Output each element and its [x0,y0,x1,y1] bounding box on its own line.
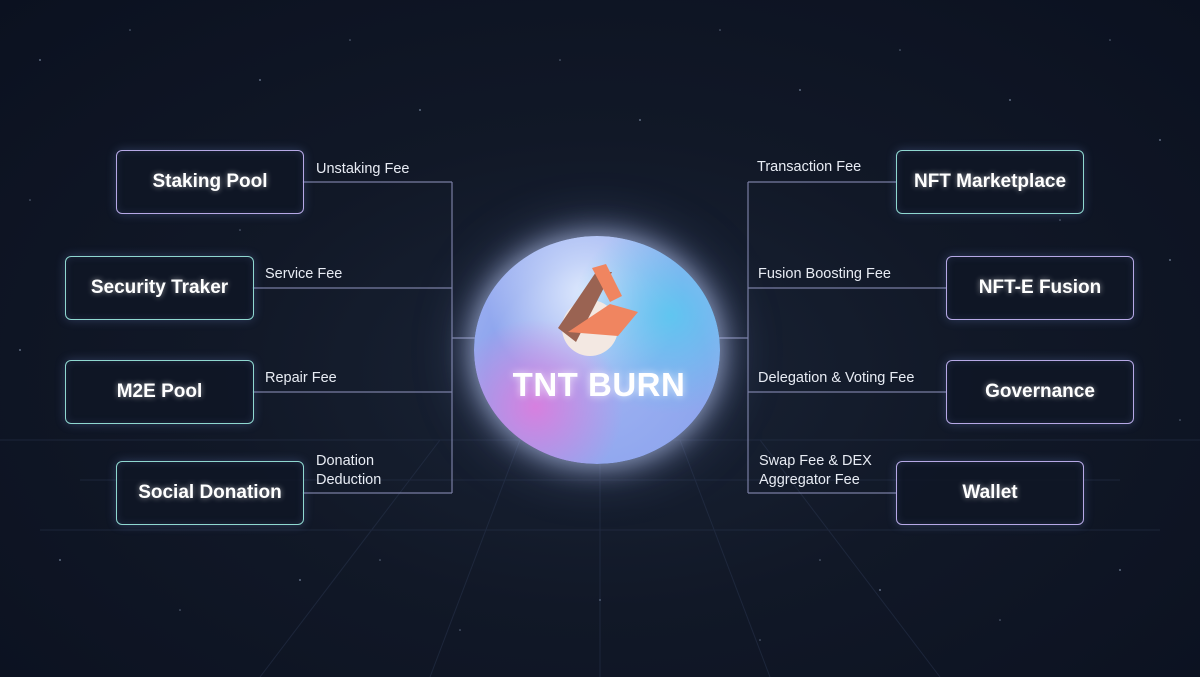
tnt-burn-title: TNT BURN [512,366,686,403]
swap-fee-line-1: Swap Fee & DEX [759,453,872,469]
staking-pool-node: Staking Pool [116,150,304,214]
m2e-pool-node: M2E Pool [65,360,254,424]
unstaking-fee-label: Unstaking Fee [316,161,410,177]
donation-deduction-label: Donation Deduction [316,452,381,490]
repair-fee-label: Repair Fee [265,370,337,386]
nft-e-fusion-label: NFT-E Fusion [978,277,1102,298]
service-fee-label: Service Fee [265,266,343,282]
security-traker-node: Security Traker [65,256,254,320]
security-traker-label: Security Traker [90,277,229,298]
nft-marketplace-label: NFT Marketplace [913,171,1067,192]
donation-deduction-line-2: Deduction [316,472,382,488]
staking-pool-label: Staking Pool [152,171,268,192]
m2e-pool-label: M2E Pool [116,381,203,402]
transaction-fee-label: Transaction Fee [757,159,862,175]
fusion-boosting-fee-label: Fusion Boosting Fee [758,266,891,282]
governance-label: Governance [985,381,1095,402]
swap-dex-aggregator-fee-label: Swap Fee & DEX Aggregator Fee [759,452,872,490]
tnt-logo-icon [558,264,638,356]
wallet-label: Wallet [962,482,1018,503]
donation-deduction-line-1: Donation [316,453,375,469]
wallet-node: Wallet [896,461,1084,525]
governance-node: Governance [946,360,1134,424]
nft-marketplace-node: NFT Marketplace [896,150,1084,214]
delegation-voting-fee-label: Delegation & Voting Fee [758,370,915,386]
social-donation-node: Social Donation [116,461,304,525]
swap-fee-line-2: Aggregator Fee [759,472,860,488]
nft-e-fusion-node: NFT-E Fusion [946,256,1134,320]
social-donation-label: Social Donation [138,482,282,503]
